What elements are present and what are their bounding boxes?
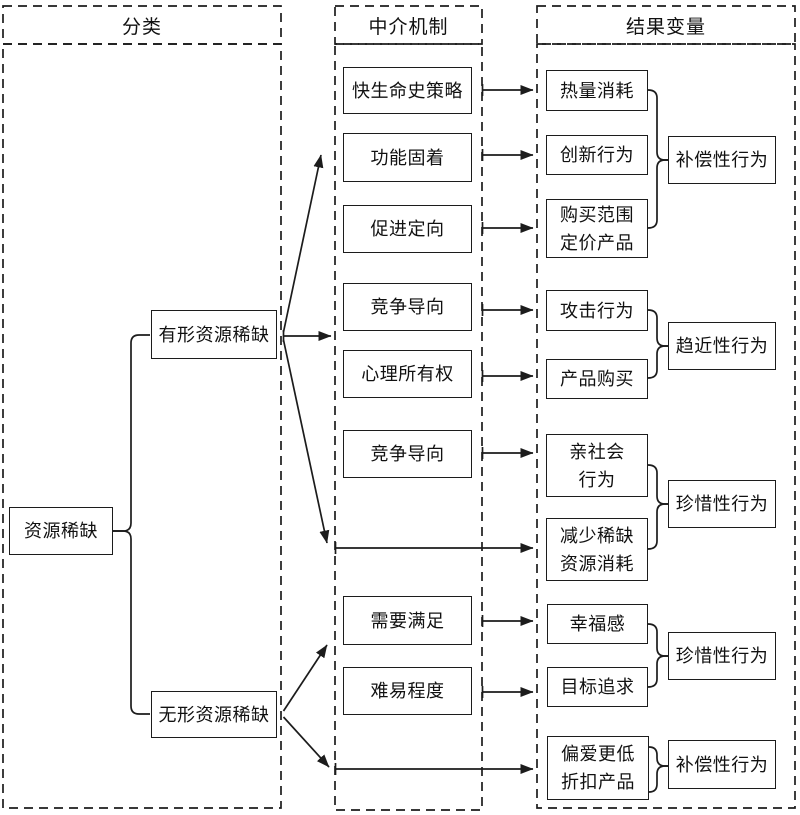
node-resource-scarcity-label: 资源稀缺 xyxy=(24,521,98,541)
node-compensatory-behavior-2: 补偿性行为 xyxy=(668,740,776,789)
node-competitive-orientation-1: 竞争导向 xyxy=(343,283,472,331)
node-product-purchase-label: 产品购买 xyxy=(560,369,634,389)
column-title-outcome: 结果变量 xyxy=(537,6,795,44)
node-compensatory-behavior-1: 补偿性行为 xyxy=(668,136,776,184)
outcome-title-text: 结果变量 xyxy=(625,16,706,38)
node-intangible-resource-scarcity: 无形资源稀缺 xyxy=(151,691,277,738)
node-cherishing-behavior-1: 珍惜性行为 xyxy=(668,480,776,528)
intangible-fanout-arrows xyxy=(282,644,330,768)
node-compensatory-behavior-1-label: 补偿性行为 xyxy=(675,150,769,170)
node-prosocial-behavior: 亲社会 行为 xyxy=(546,434,648,497)
outcome-group-braces xyxy=(647,89,668,793)
node-calorie-consumption-label: 热量消耗 xyxy=(560,80,634,101)
pass-through-arrows xyxy=(334,542,534,775)
tangible-fanout-arrows xyxy=(282,154,332,544)
node-prefer-lower-discount-products-label: 偏爱更低 折扣产品 xyxy=(561,744,635,792)
node-fast-life-history-strategy: 快生命史策略 xyxy=(343,67,472,114)
node-fast-life-history-strategy-label: 快生命史策略 xyxy=(352,80,463,101)
node-resource-scarcity: 资源稀缺 xyxy=(9,507,113,555)
mediator-title-text: 中介机制 xyxy=(368,16,449,38)
node-aggressive-behavior: 攻击行为 xyxy=(546,290,648,331)
node-tangible-resource-scarcity: 有形资源稀缺 xyxy=(151,310,277,359)
node-promotion-focus-label: 促进定向 xyxy=(370,219,445,239)
node-calorie-consumption: 热量消耗 xyxy=(546,70,648,111)
node-happiness: 幸福感 xyxy=(547,604,648,644)
node-approach-behavior-label: 趋近性行为 xyxy=(675,336,769,356)
node-functional-fixedness-label: 功能固着 xyxy=(370,147,445,168)
node-functional-fixedness: 功能固着 xyxy=(343,133,472,182)
mediator-body-frame xyxy=(334,43,483,811)
node-compensatory-behavior-2-label: 补偿性行为 xyxy=(675,754,769,775)
node-product-purchase: 产品购买 xyxy=(546,359,648,399)
node-competitive-orientation-1-label: 竞争导向 xyxy=(370,297,445,317)
node-tangible-resource-scarcity-label: 有形资源稀缺 xyxy=(158,324,270,345)
node-need-satisfaction-label: 需要满足 xyxy=(370,610,445,631)
node-innovation-behavior-label: 创新行为 xyxy=(560,145,634,165)
node-competitive-orientation-2: 竞争导向 xyxy=(343,430,472,478)
node-cherishing-behavior-2: 珍惜性行为 xyxy=(668,632,776,680)
node-intangible-resource-scarcity-label: 无形资源稀缺 xyxy=(158,704,270,725)
node-reduce-scarce-resource-consumption-label: 减少稀缺 资源消耗 xyxy=(560,525,634,574)
node-purchase-range-priced-products: 购买范围 定价产品 xyxy=(546,199,648,258)
column-title-mediator: 中介机制 xyxy=(335,6,482,44)
node-goal-pursuit-label: 目标追求 xyxy=(560,677,635,697)
column-title-classification: 分类 xyxy=(3,6,281,44)
node-happiness-label: 幸福感 xyxy=(569,614,626,634)
node-difficulty-level: 难易程度 xyxy=(343,667,472,715)
node-aggressive-behavior-label: 攻击行为 xyxy=(560,300,634,321)
node-psychological-ownership-label: 心理所有权 xyxy=(361,364,454,384)
node-approach-behavior: 趋近性行为 xyxy=(668,322,776,370)
node-difficulty-level-label: 难易程度 xyxy=(370,681,445,701)
node-prosocial-behavior-label: 亲社会 行为 xyxy=(569,441,625,490)
classification-title-text: 分类 xyxy=(121,16,162,38)
mediator-title-frame xyxy=(334,5,483,45)
node-prefer-lower-discount-products: 偏爱更低 折扣产品 xyxy=(547,736,649,800)
node-competitive-orientation-2-label: 竞争导向 xyxy=(370,444,445,464)
classification-body-frame xyxy=(2,43,282,809)
node-promotion-focus: 促进定向 xyxy=(343,205,472,253)
node-reduce-scarce-resource-consumption: 减少稀缺 资源消耗 xyxy=(546,518,648,581)
column-frames xyxy=(2,5,796,811)
node-cherishing-behavior-2-label: 珍惜性行为 xyxy=(675,646,769,666)
mediator-outcome-arrows xyxy=(481,84,534,698)
outcome-body-frame xyxy=(536,43,796,809)
node-purchase-range-priced-products-label: 购买范围 定价产品 xyxy=(560,204,634,253)
node-cherishing-behavior-1-label: 珍惜性行为 xyxy=(675,494,769,514)
node-innovation-behavior: 创新行为 xyxy=(546,135,648,175)
node-need-satisfaction: 需要满足 xyxy=(343,596,472,645)
node-goal-pursuit: 目标追求 xyxy=(547,667,648,707)
classification-bracket xyxy=(113,334,150,715)
node-psychological-ownership: 心理所有权 xyxy=(343,350,472,398)
